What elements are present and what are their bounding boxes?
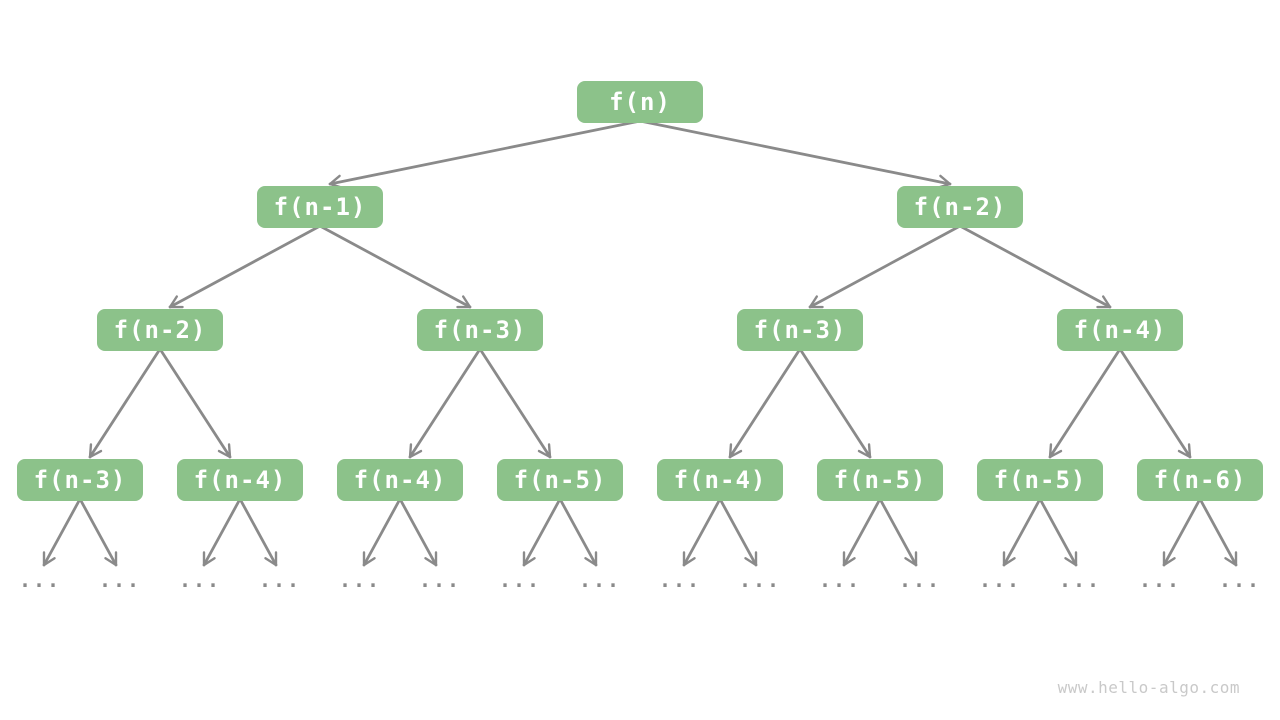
edge-arrow [718, 497, 758, 567]
ellipsis-leaf: ... [178, 568, 222, 592]
edge-arrow [408, 347, 482, 459]
tree-node: f(n-3) [417, 309, 543, 351]
ellipsis-leaf: ... [338, 568, 382, 592]
edge-arrow [238, 497, 278, 567]
ellipsis-leaf: ... [898, 568, 942, 592]
edge-group [42, 119, 1238, 567]
tree-node: f(n-1) [257, 186, 383, 228]
tree-node: f(n-4) [1057, 309, 1183, 351]
edge-arrow [478, 347, 552, 459]
ellipsis-leaf: ... [498, 568, 542, 592]
ellipsis-leaf: ... [1138, 568, 1182, 592]
edge-arrow [362, 497, 402, 567]
ellipsis-leaf: ... [578, 568, 622, 592]
ellipsis-leaf: ... [1218, 568, 1262, 592]
ellipsis-leaf: ... [18, 568, 62, 592]
edge-arrow [842, 497, 882, 567]
tree-node: f(n) [577, 81, 703, 123]
edge-arrow [638, 119, 952, 189]
ellipsis-leaf: ... [658, 568, 702, 592]
edge-arrow [1048, 347, 1122, 459]
edge-arrow [78, 497, 118, 567]
ellipsis-leaf: ... [1058, 568, 1102, 592]
edge-arrow [168, 224, 322, 309]
tree-node: f(n-3) [17, 459, 143, 501]
ellipsis-leaf: ... [978, 568, 1022, 592]
tree-node: f(n-2) [897, 186, 1023, 228]
edge-arrow [682, 497, 722, 567]
watermark-text: www.hello-algo.com [1057, 678, 1240, 697]
tree-node: f(n-3) [737, 309, 863, 351]
edge-arrow [1118, 347, 1192, 459]
tree-node: f(n-5) [497, 459, 623, 501]
edge-arrow [808, 224, 962, 309]
tree-node: f(n-5) [977, 459, 1103, 501]
edge-arrow [1162, 497, 1202, 567]
ellipsis-leaf: ... [418, 568, 462, 592]
tree-node: f(n-5) [817, 459, 943, 501]
tree-node: f(n-6) [1137, 459, 1263, 501]
edge-arrow [522, 497, 562, 567]
edge-arrow [958, 224, 1112, 309]
edge-arrow [88, 347, 162, 459]
edge-arrow [318, 224, 472, 309]
edge-arrow [42, 497, 82, 567]
edge-arrow [1002, 497, 1042, 567]
edge-arrow [398, 497, 438, 567]
tree-node: f(n-4) [657, 459, 783, 501]
edge-arrow [328, 119, 642, 189]
ellipsis-leaf: ... [98, 568, 142, 592]
tree-node: f(n-2) [97, 309, 223, 351]
edge-arrow [798, 347, 872, 459]
edge-arrow [1198, 497, 1238, 567]
tree-node: f(n-4) [337, 459, 463, 501]
edge-arrow [728, 347, 802, 459]
ellipsis-leaf: ... [738, 568, 782, 592]
edge-arrow [558, 497, 598, 567]
ellipsis-leaf: ... [818, 568, 862, 592]
tree-node: f(n-4) [177, 459, 303, 501]
edge-arrow [1038, 497, 1078, 567]
edge-arrow [878, 497, 918, 567]
edge-arrow [202, 497, 242, 567]
ellipsis-leaf: ... [258, 568, 302, 592]
edge-arrow [158, 347, 232, 459]
